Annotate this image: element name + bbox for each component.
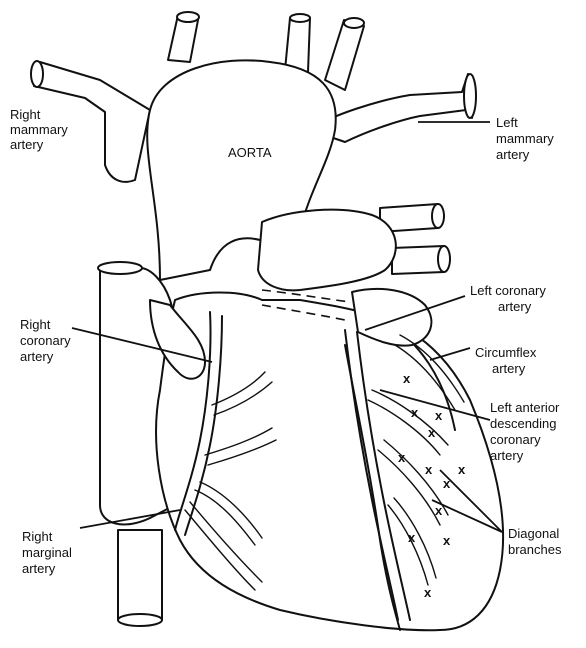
label-line: artery	[498, 299, 532, 314]
marker-x: x	[425, 462, 433, 477]
marker-x: x	[424, 585, 432, 600]
label-line: artery	[490, 448, 524, 463]
label-aorta: AORTA	[228, 145, 272, 160]
right-mammary-end	[31, 61, 43, 87]
label-line: descending	[490, 416, 557, 431]
label-line: artery	[492, 361, 526, 376]
aorta-branch-right	[325, 20, 364, 90]
label-left-coronary: Left coronary artery	[470, 283, 546, 314]
label-line: artery	[22, 561, 56, 576]
aorta-branch-mid-end	[290, 14, 310, 22]
left-mammary-end	[464, 74, 476, 118]
aorta-branch-right-end	[344, 18, 364, 28]
aorta-branch-mid	[285, 18, 310, 72]
label-line: Right	[20, 317, 51, 332]
marker-x: x	[408, 530, 416, 545]
label-line: Right	[22, 529, 53, 544]
marker-x: x	[398, 450, 406, 465]
label-line: coronary	[20, 333, 71, 348]
pulmonary-vein-lower-end	[438, 246, 450, 272]
superior-vena-cava	[118, 530, 162, 620]
label-line: coronary	[490, 432, 541, 447]
label-diagonal: Diagonal branches	[508, 526, 562, 557]
marker-x: x	[435, 408, 443, 423]
label-line: artery	[10, 137, 44, 152]
marker-x: x	[443, 533, 451, 548]
marker-x: x	[411, 405, 419, 420]
label-line: mammary	[10, 122, 68, 137]
right-atrium-top	[98, 262, 142, 274]
label-line: marginal	[22, 545, 72, 560]
marker-x: x	[428, 425, 436, 440]
marker-x: x	[435, 503, 443, 518]
label-line: Left anterior	[490, 400, 560, 415]
label-line: Right	[10, 107, 41, 122]
label-right-mammary: Right mammary artery	[10, 107, 68, 152]
label-line: artery	[20, 349, 54, 364]
label-circumflex: Circumflex artery	[475, 345, 537, 376]
label-left-mammary: Left mammary artery	[496, 115, 554, 162]
aorta-branch-left-end	[177, 12, 199, 22]
label-line: Left coronary	[470, 283, 546, 298]
label-line: Left	[496, 115, 518, 130]
vena-cava-opening	[118, 614, 162, 626]
marker-x: x	[458, 462, 466, 477]
label-line: Circumflex	[475, 345, 537, 360]
label-right-marginal: Right marginal artery	[22, 529, 72, 576]
label-line: mammary	[496, 131, 554, 146]
marker-x: x	[443, 476, 451, 491]
label-line: artery	[496, 147, 530, 162]
pulmonary-trunk	[258, 210, 396, 291]
heart-body	[156, 293, 503, 631]
marker-x: x	[403, 371, 411, 386]
label-line: branches	[508, 542, 562, 557]
pulmonary-vein-lower	[392, 246, 444, 274]
label-lad: Left anterior descending coronary artery	[490, 400, 560, 463]
label-right-coronary: Right coronary artery	[20, 317, 71, 364]
pulmonary-vein-upper-end	[432, 204, 444, 228]
label-line: Diagonal	[508, 526, 559, 541]
